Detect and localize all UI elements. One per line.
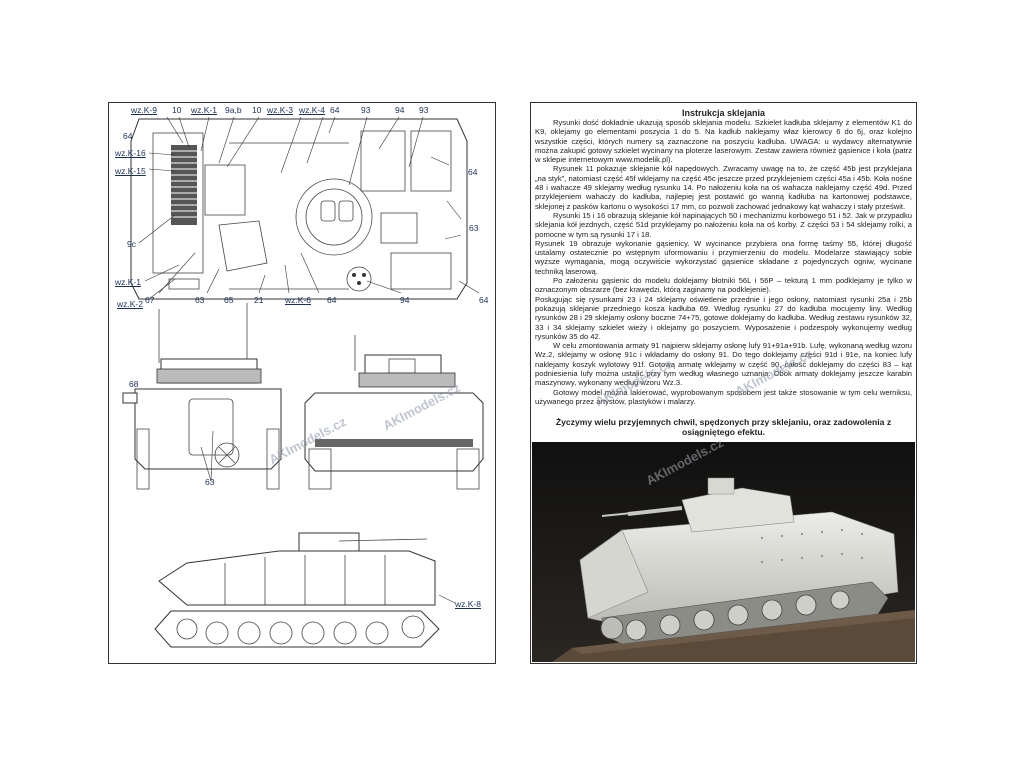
front-view	[122, 303, 282, 490]
model-photo: AKImodels.cz	[532, 435, 915, 662]
callout-wzk1b: wz.K-1	[115, 277, 141, 287]
callout-10a: 10	[172, 105, 182, 115]
callout-wzk8: wz.K-8	[455, 599, 481, 609]
callout-94a: 94	[395, 105, 405, 115]
instructions-paragraph: Posługując się rysunkami 23 i 24 sklejam…	[535, 294, 912, 341]
assembly-drawing-panel: wz.K-9 10 wz.K-1 9a,b 10 wz.K-3 wz.K-4 6…	[108, 102, 496, 664]
callout-94b: 94	[400, 295, 410, 305]
instructions-paragraph: Gotowy model można lakierować, wyprobowa…	[535, 387, 912, 406]
callout-64b: 64	[123, 131, 133, 141]
top-view	[130, 116, 480, 300]
callout-9ab: 9a,b	[225, 105, 242, 115]
callout-21: 21	[254, 295, 264, 305]
instructions-paragraph: Rysunki 15 i 16 obrazują sklejanie kół n…	[535, 210, 912, 239]
callout-65: 65	[224, 295, 234, 305]
callout-93a: 93	[361, 105, 371, 115]
callout-wzk6: wz.K-6	[285, 295, 311, 305]
callout-63b: 63	[195, 295, 205, 305]
instructions-panel: Instrukcja sklejania Rysunki dość dokład…	[530, 102, 917, 664]
tank-drawings	[122, 116, 484, 648]
callout-wzk9: wz.K-9	[131, 105, 157, 115]
callout-63c: 63	[205, 477, 215, 487]
callout-63a: 63	[469, 223, 479, 233]
callout-wzk1a: wz.K-1	[191, 105, 217, 115]
callout-68: 68	[129, 379, 139, 389]
callout-wzk4: wz.K-4	[299, 105, 325, 115]
instructions-body: Rysunki dość dokładnie ukazują sposób sk…	[535, 118, 912, 406]
callout-64a: 64	[330, 105, 340, 115]
rear-view	[304, 335, 484, 490]
instructions-paragraph: Rysunek 11 pokazuje sklejanie kół napędo…	[535, 164, 912, 211]
callout-64c: 64	[468, 167, 478, 177]
callout-wzk2: wz.K-2	[117, 299, 143, 309]
instructions-paragraph: Po założeniu gąsienic do modelu doklejam…	[535, 276, 912, 295]
callout-93b: 93	[419, 105, 429, 115]
callout-wzk16: wz.K-16	[115, 148, 146, 158]
instructions-paragraph: Rysunek 19 obrazuje wykonanie gąsienicy.…	[535, 238, 912, 276]
model-photo-illustration	[532, 442, 915, 662]
callout-64e: 64	[479, 295, 489, 305]
callout-64d: 64	[327, 295, 337, 305]
instructions-title: Instrukcja sklejania	[681, 108, 766, 118]
side-view	[154, 532, 456, 648]
callout-wzk3: wz.K-3	[267, 105, 293, 115]
instructions-paragraph: W celu zmontowania armaty 91 najpierw sk…	[535, 341, 912, 388]
callout-wzk15: wz.K-15	[115, 166, 146, 176]
callout-10b: 10	[252, 105, 262, 115]
callout-9c: 9c	[127, 239, 136, 249]
instructions-paragraph: Rysunki dość dokładnie ukazują sposób sk…	[535, 118, 912, 165]
callout-67: 67	[145, 295, 155, 305]
closing-note: Życzymy wielu przyjemnych chwil, spędzon…	[555, 417, 892, 437]
